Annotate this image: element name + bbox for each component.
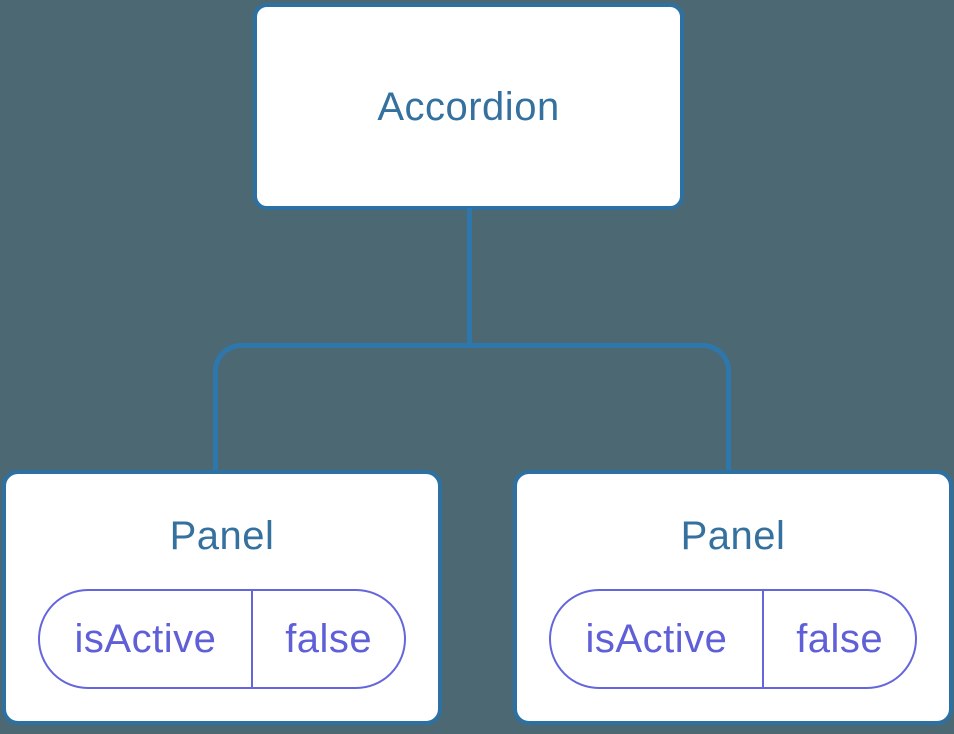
panel-right-label: Panel xyxy=(680,514,786,558)
state-pill-left: isActive false xyxy=(38,589,406,689)
panel-node-left: Panel isActive false xyxy=(2,470,442,725)
connector-bracket xyxy=(213,343,731,472)
state-key: isActive xyxy=(585,616,728,661)
panel-left-label: Panel xyxy=(169,514,275,558)
state-key: isActive xyxy=(74,616,217,661)
pill-divider xyxy=(250,591,254,687)
pill-divider xyxy=(761,591,765,687)
connector-stem xyxy=(467,208,472,346)
accordion-node: Accordion xyxy=(253,3,684,210)
state-value: false xyxy=(285,616,373,661)
state-pill-right: isActive false xyxy=(549,589,917,689)
state-value: false xyxy=(796,616,884,661)
accordion-node-label: Accordion xyxy=(377,84,560,129)
panel-node-right: Panel isActive false xyxy=(513,470,953,725)
